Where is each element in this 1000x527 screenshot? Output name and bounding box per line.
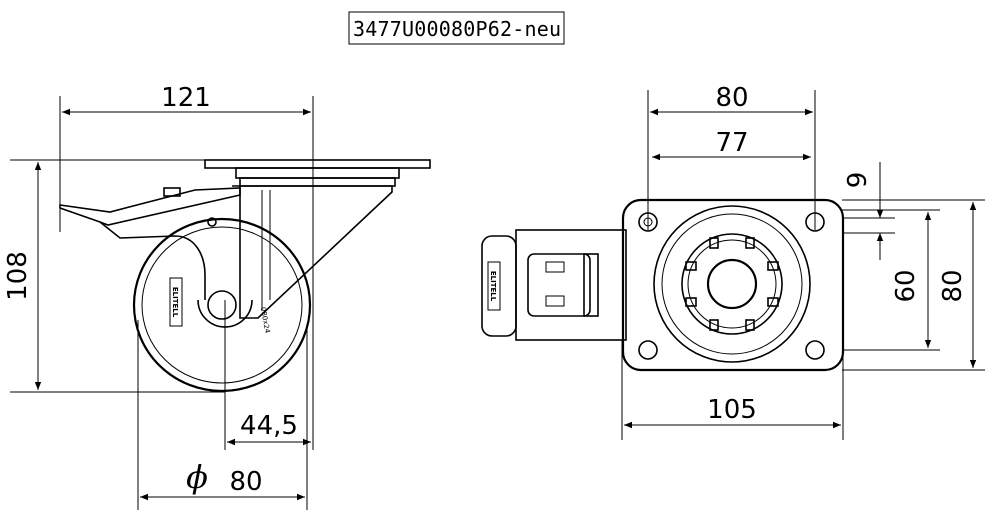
mounting-plate	[204, 159, 431, 169]
diameter-symbol: ϕ	[186, 458, 208, 496]
wheel-brand-label: ELITELL	[171, 287, 179, 318]
kingpin-icon	[706, 258, 758, 310]
mounting-hole-icon	[805, 212, 825, 232]
top-plate	[621, 198, 845, 372]
swivel-bearing	[235, 167, 400, 179]
wheel: ELITELL 080x24	[132, 217, 312, 393]
dim-plate-width: 80	[650, 83, 813, 116]
dim-offset-value: 44,5	[240, 411, 298, 441]
wheel-code-label: 080x24	[259, 306, 272, 334]
dim-overall-height-value: 108	[3, 251, 33, 301]
dim-hole-spacing-y: 60	[891, 212, 932, 348]
dim-top-overall-length: 105	[624, 395, 841, 429]
dim-overall-length-value: 121	[161, 83, 211, 113]
dim-hole-spacing-x: 77	[652, 128, 811, 161]
dim-wheel-diameter: ϕ 80	[140, 458, 305, 501]
dim-wheel-diameter-value: 80	[229, 467, 262, 497]
dim-hole-diameter-value: 9	[843, 172, 873, 189]
top-view: 80 77 9 60 80 105	[481, 83, 985, 440]
dim-hole-spacing-y-value: 60	[891, 269, 921, 302]
brake-housing: ELITELL	[481, 229, 627, 341]
side-view: 121 108 44,5 ϕ 80	[3, 83, 431, 510]
top-wheel-brand-label: ELITELL	[489, 271, 497, 302]
mounting-hole-icon	[805, 340, 825, 360]
dim-offset: 44,5	[227, 411, 311, 446]
dim-top-overall-length-value: 105	[707, 395, 757, 425]
mounting-hole-icon	[638, 340, 658, 360]
part-number-label: 3477U00080P62-neu	[348, 11, 565, 45]
swivel-head	[653, 205, 811, 363]
dim-hole-diameter: 9	[843, 162, 884, 260]
part-number-text: 3477U00080P62-neu	[353, 17, 561, 41]
brake-lever	[59, 187, 241, 300]
mounting-holes	[638, 212, 825, 360]
dim-plate-width-value: 80	[715, 83, 748, 113]
dim-overall-length: 121	[62, 83, 311, 116]
dim-hole-spacing-x-value: 77	[715, 128, 748, 158]
dim-plate-height-value: 80	[938, 269, 968, 302]
dim-overall-height: 108	[3, 162, 42, 390]
axle-icon	[207, 290, 237, 320]
rivet-icon	[207, 217, 217, 227]
dim-plate-height: 80	[938, 202, 977, 368]
fork	[232, 185, 393, 319]
mounting-hole-icon	[638, 212, 658, 232]
